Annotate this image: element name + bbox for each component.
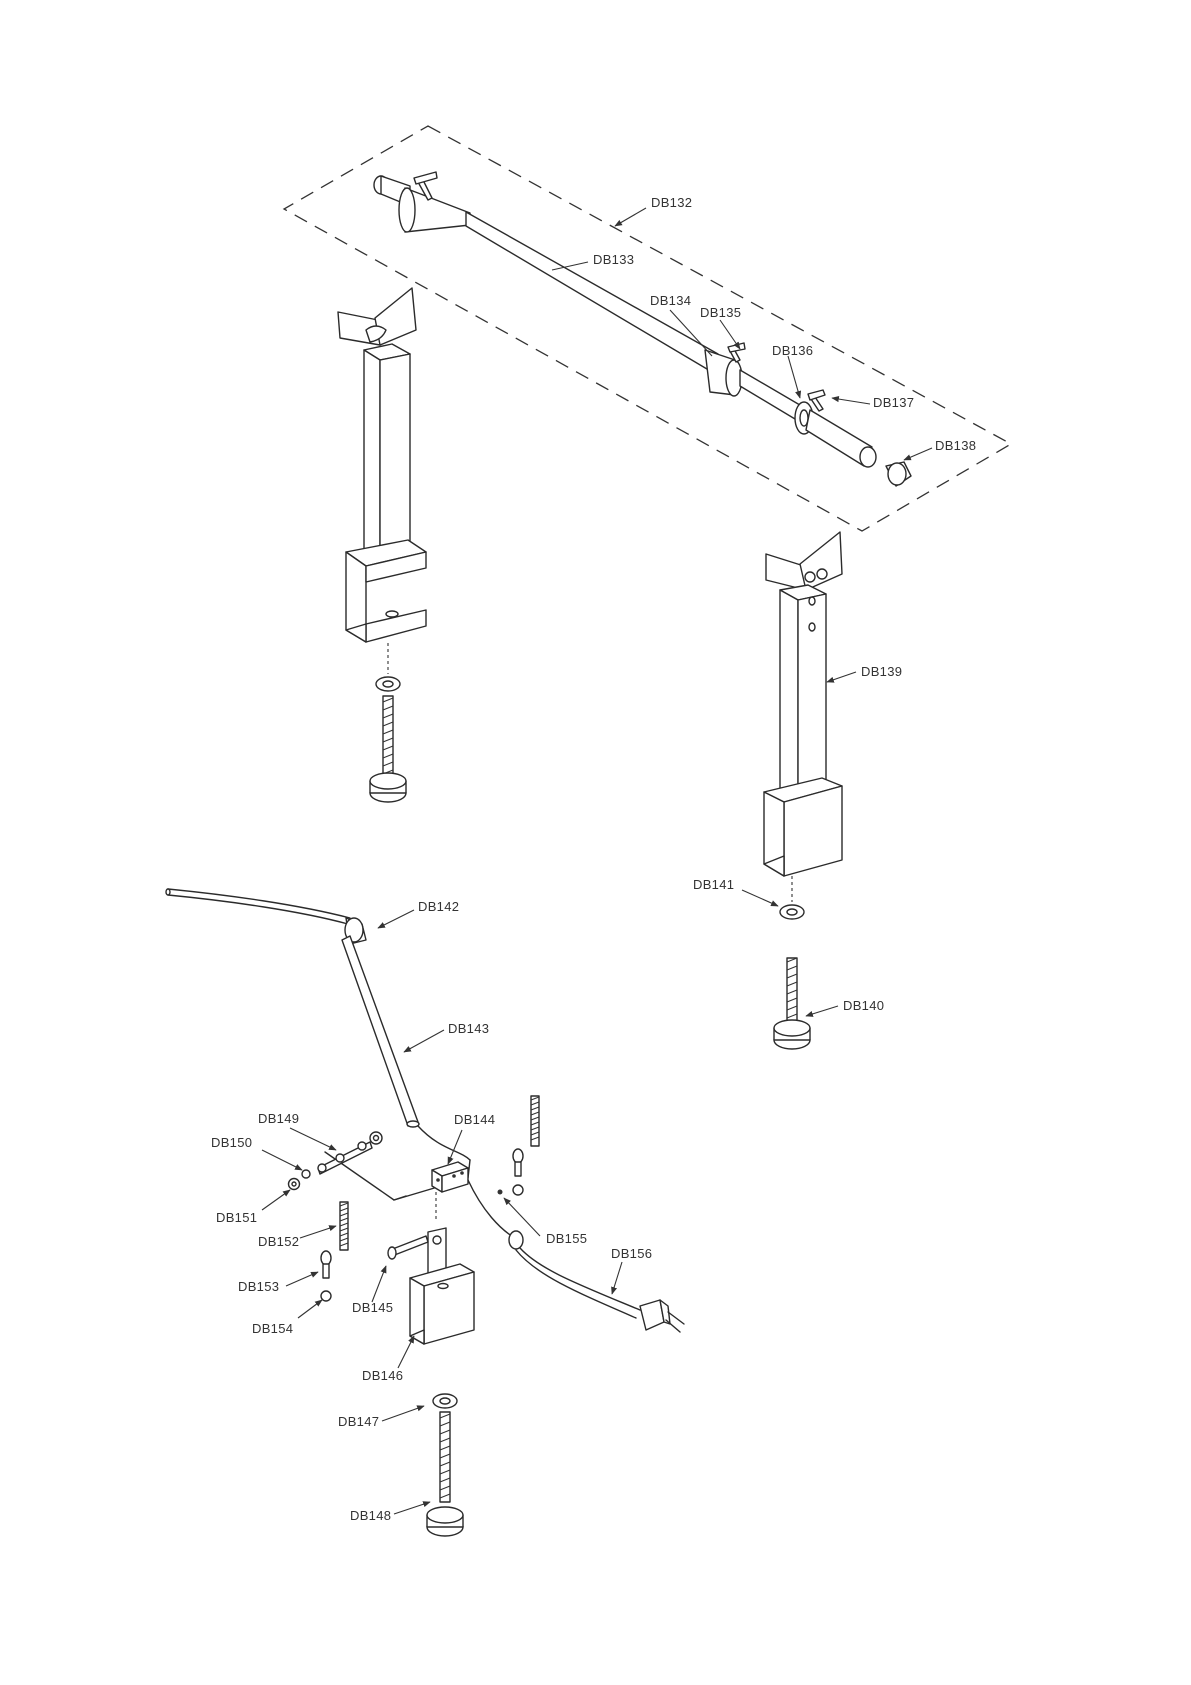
label-db148: DB148 — [350, 1508, 391, 1523]
power-cord — [509, 1231, 684, 1332]
label-db151: DB151 — [216, 1210, 257, 1225]
label-db139: DB139 — [861, 664, 902, 679]
label-db133: DB133 — [593, 252, 634, 267]
label-db153: DB153 — [238, 1279, 279, 1294]
right-upright-leg — [764, 532, 842, 1049]
label-db145: DB145 — [352, 1300, 393, 1315]
label-db132: DB132 — [651, 195, 692, 210]
label-db146: DB146 — [362, 1368, 403, 1383]
label-db156: DB156 — [611, 1246, 652, 1261]
label-db136: DB136 — [772, 343, 813, 358]
label-db155: DB155 — [546, 1231, 587, 1246]
label-db142: DB142 — [418, 899, 459, 914]
label-db134: DB134 — [650, 293, 691, 308]
part-labels: DB132 DB133 DB134 DB135 DB136 DB137 DB13… — [211, 195, 976, 1523]
label-db143: DB143 — [448, 1021, 489, 1036]
label-db152: DB152 — [258, 1234, 299, 1249]
label-db154: DB154 — [252, 1321, 293, 1336]
label-db147: DB147 — [338, 1414, 379, 1429]
label-db149: DB149 — [258, 1111, 299, 1126]
lamp-arm-assembly — [166, 889, 470, 1200]
label-db141: DB141 — [693, 877, 734, 892]
label-db135: DB135 — [700, 305, 741, 320]
label-db150: DB150 — [211, 1135, 252, 1150]
label-db144: DB144 — [454, 1112, 495, 1127]
crossbar-assembly — [374, 172, 911, 486]
label-db140: DB140 — [843, 998, 884, 1013]
label-db137: DB137 — [873, 395, 914, 410]
label-db138: DB138 — [935, 438, 976, 453]
left-upright-leg — [338, 288, 426, 802]
